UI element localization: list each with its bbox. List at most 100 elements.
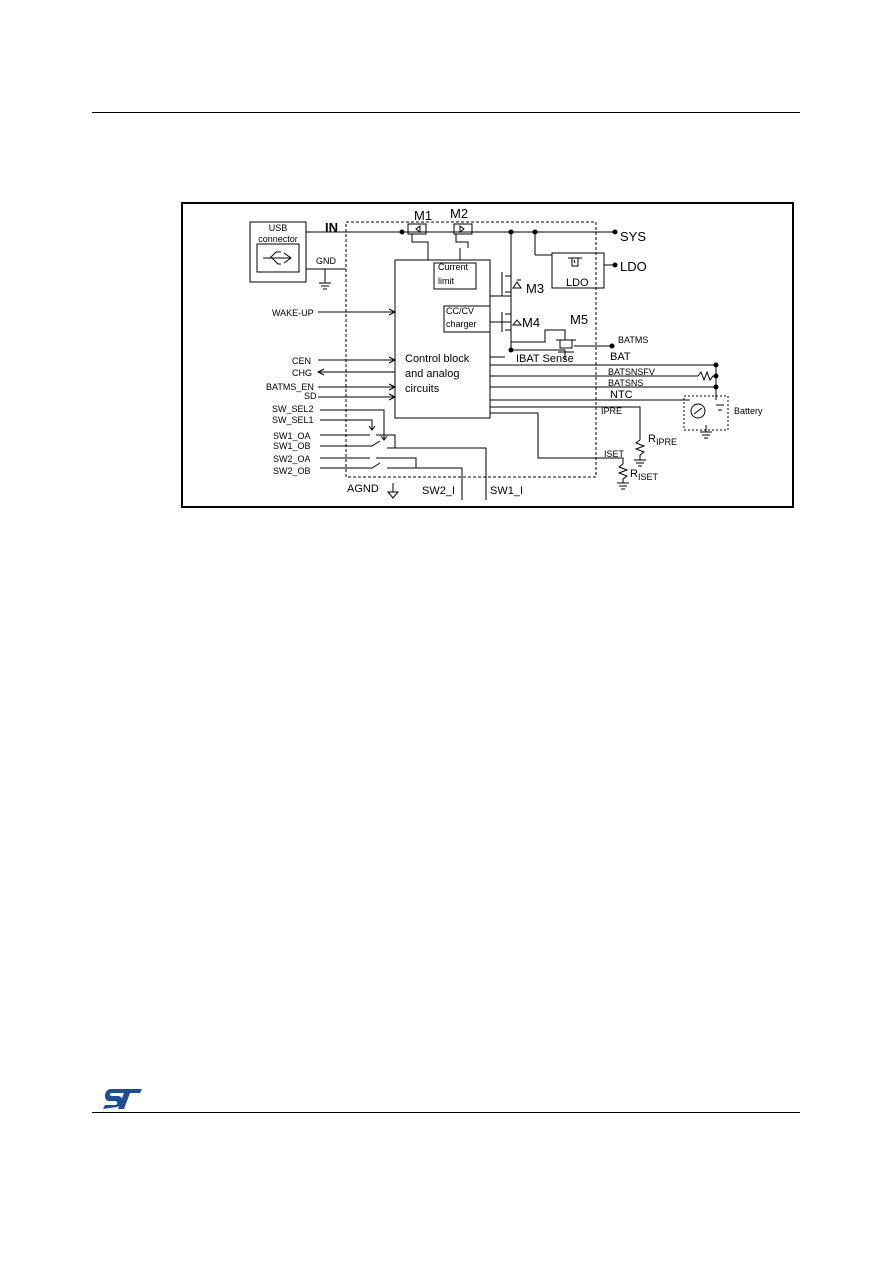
m2-transistor [455,225,469,248]
m4-label: M4 [522,315,540,330]
batms-en-label: BATMS_EN [266,382,314,392]
sw-sel1-wire [320,419,376,431]
sw2-i-wire [387,467,463,500]
m5-transistor [556,339,576,353]
ldo-block-label: LDO [566,277,589,289]
ipre-label: IPRE [601,406,622,416]
m1-transistor [407,223,427,235]
current-limit-block [433,262,477,290]
sw1-oa-label: SW1_OA [273,431,311,441]
cccv-label: charger [446,319,477,329]
control-block-label: and analog [405,368,459,380]
ldo-transistor [568,257,582,267]
batms-label: BATMS [618,335,648,345]
riset-resistor [617,463,629,483]
junction-dot [532,229,538,235]
control-block-label: Control block [405,353,470,365]
cen-wire [318,356,397,364]
riset-label: RISET [630,468,658,482]
sw1-i-label: SW1_I [490,485,523,497]
m2-label: M2 [450,206,468,221]
m3-transistor [490,272,522,297]
batsns-pin-dot [713,384,719,390]
ldo-block [551,252,605,289]
sw2-i-label: SW2_I [422,485,455,497]
riset-ground [617,482,629,490]
battery-cell [693,404,724,415]
batsns-label: BATSNS [608,378,643,388]
ripre-resistor [634,439,646,460]
st-logo [103,1089,142,1109]
sw-sel2-label: SW_SEL2 [272,404,314,414]
sw1-i-wire [387,447,487,500]
ntc-label: NTC [610,389,633,401]
sd-label: SD [304,391,317,401]
m1-transistor [411,225,429,248]
ldo-output-label: LDO [620,259,647,274]
sd-wire [318,393,397,401]
bat-pin-dot [713,362,719,368]
ldo-pin-dot [612,262,618,268]
junction-dot [508,229,514,235]
cen-label: CEN [292,356,311,366]
usb-label: USB [269,223,288,233]
junction-dot [508,347,514,353]
control-block [394,259,491,419]
cccv-charger-block [443,305,491,333]
usb-connector-box [249,221,307,283]
m3-label: M3 [526,281,544,296]
m5-gate [510,329,566,343]
chg-wire [316,368,395,376]
m4-transistor [490,310,523,335]
junction-dot [399,229,405,235]
sw-sel1-label: SW_SEL1 [272,415,314,425]
usb-label: connector [258,234,298,244]
sw1-ob-label: SW1_OB [273,441,311,451]
agnd-symbol [386,483,400,499]
usb-icon [263,251,292,265]
sw2-oa-label: SW2_OA [273,454,311,464]
iset-wire [490,412,624,464]
current-limit-label: limit [438,276,454,286]
m5-label: M5 [570,312,588,327]
block-diagram: USB connector IN GND M1 M2 SYS LDO LDO C… [181,202,794,508]
header-rule [92,112,800,113]
batsnsfv-resistor [697,370,716,382]
sw-output [415,458,417,462]
diagram-frame [181,202,794,508]
gnd-label: GND [316,256,337,266]
usb-icon [256,243,300,273]
m2-transistor [453,223,473,235]
battery-pack [683,395,729,431]
ic-boundary [345,221,597,478]
battery-ground [700,425,712,439]
sys-label: SYS [620,229,646,244]
m1-label: M1 [414,208,432,223]
control-block-label: circuits [405,383,440,395]
iset-label: ISET [604,449,625,459]
wake-up-wire [318,308,397,316]
wake-up-label: WAKE-UP [272,308,314,318]
agnd-label: AGND [347,483,379,495]
batsnsfv-pin-dot [713,373,719,379]
in-label: IN [325,220,338,235]
ripre-ground [634,459,646,467]
current-limit-label: Current [438,262,469,272]
sw2-switch [320,457,417,469]
ipre-wire [490,406,641,440]
sw2-ob-label: SW2_OB [273,466,311,476]
batms-en-wire [318,383,397,391]
ripre-label: RIPRE [648,433,677,447]
chg-label: CHG [292,368,312,378]
ntc-thermistor [690,403,706,419]
cccv-label: CC/CV [446,306,474,316]
ground-symbol [319,282,331,290]
batsnsfv-label: BATSNSFV [608,367,655,377]
sys-pin-dot [612,229,618,235]
sw-sel2-wire [320,409,388,441]
battery-label: Battery [734,406,763,416]
batms-pin-dot [609,343,615,349]
bat-label: BAT [610,351,631,363]
footer-rule [92,1112,800,1113]
ibat-sense-label: IBAT Sense [516,353,574,365]
